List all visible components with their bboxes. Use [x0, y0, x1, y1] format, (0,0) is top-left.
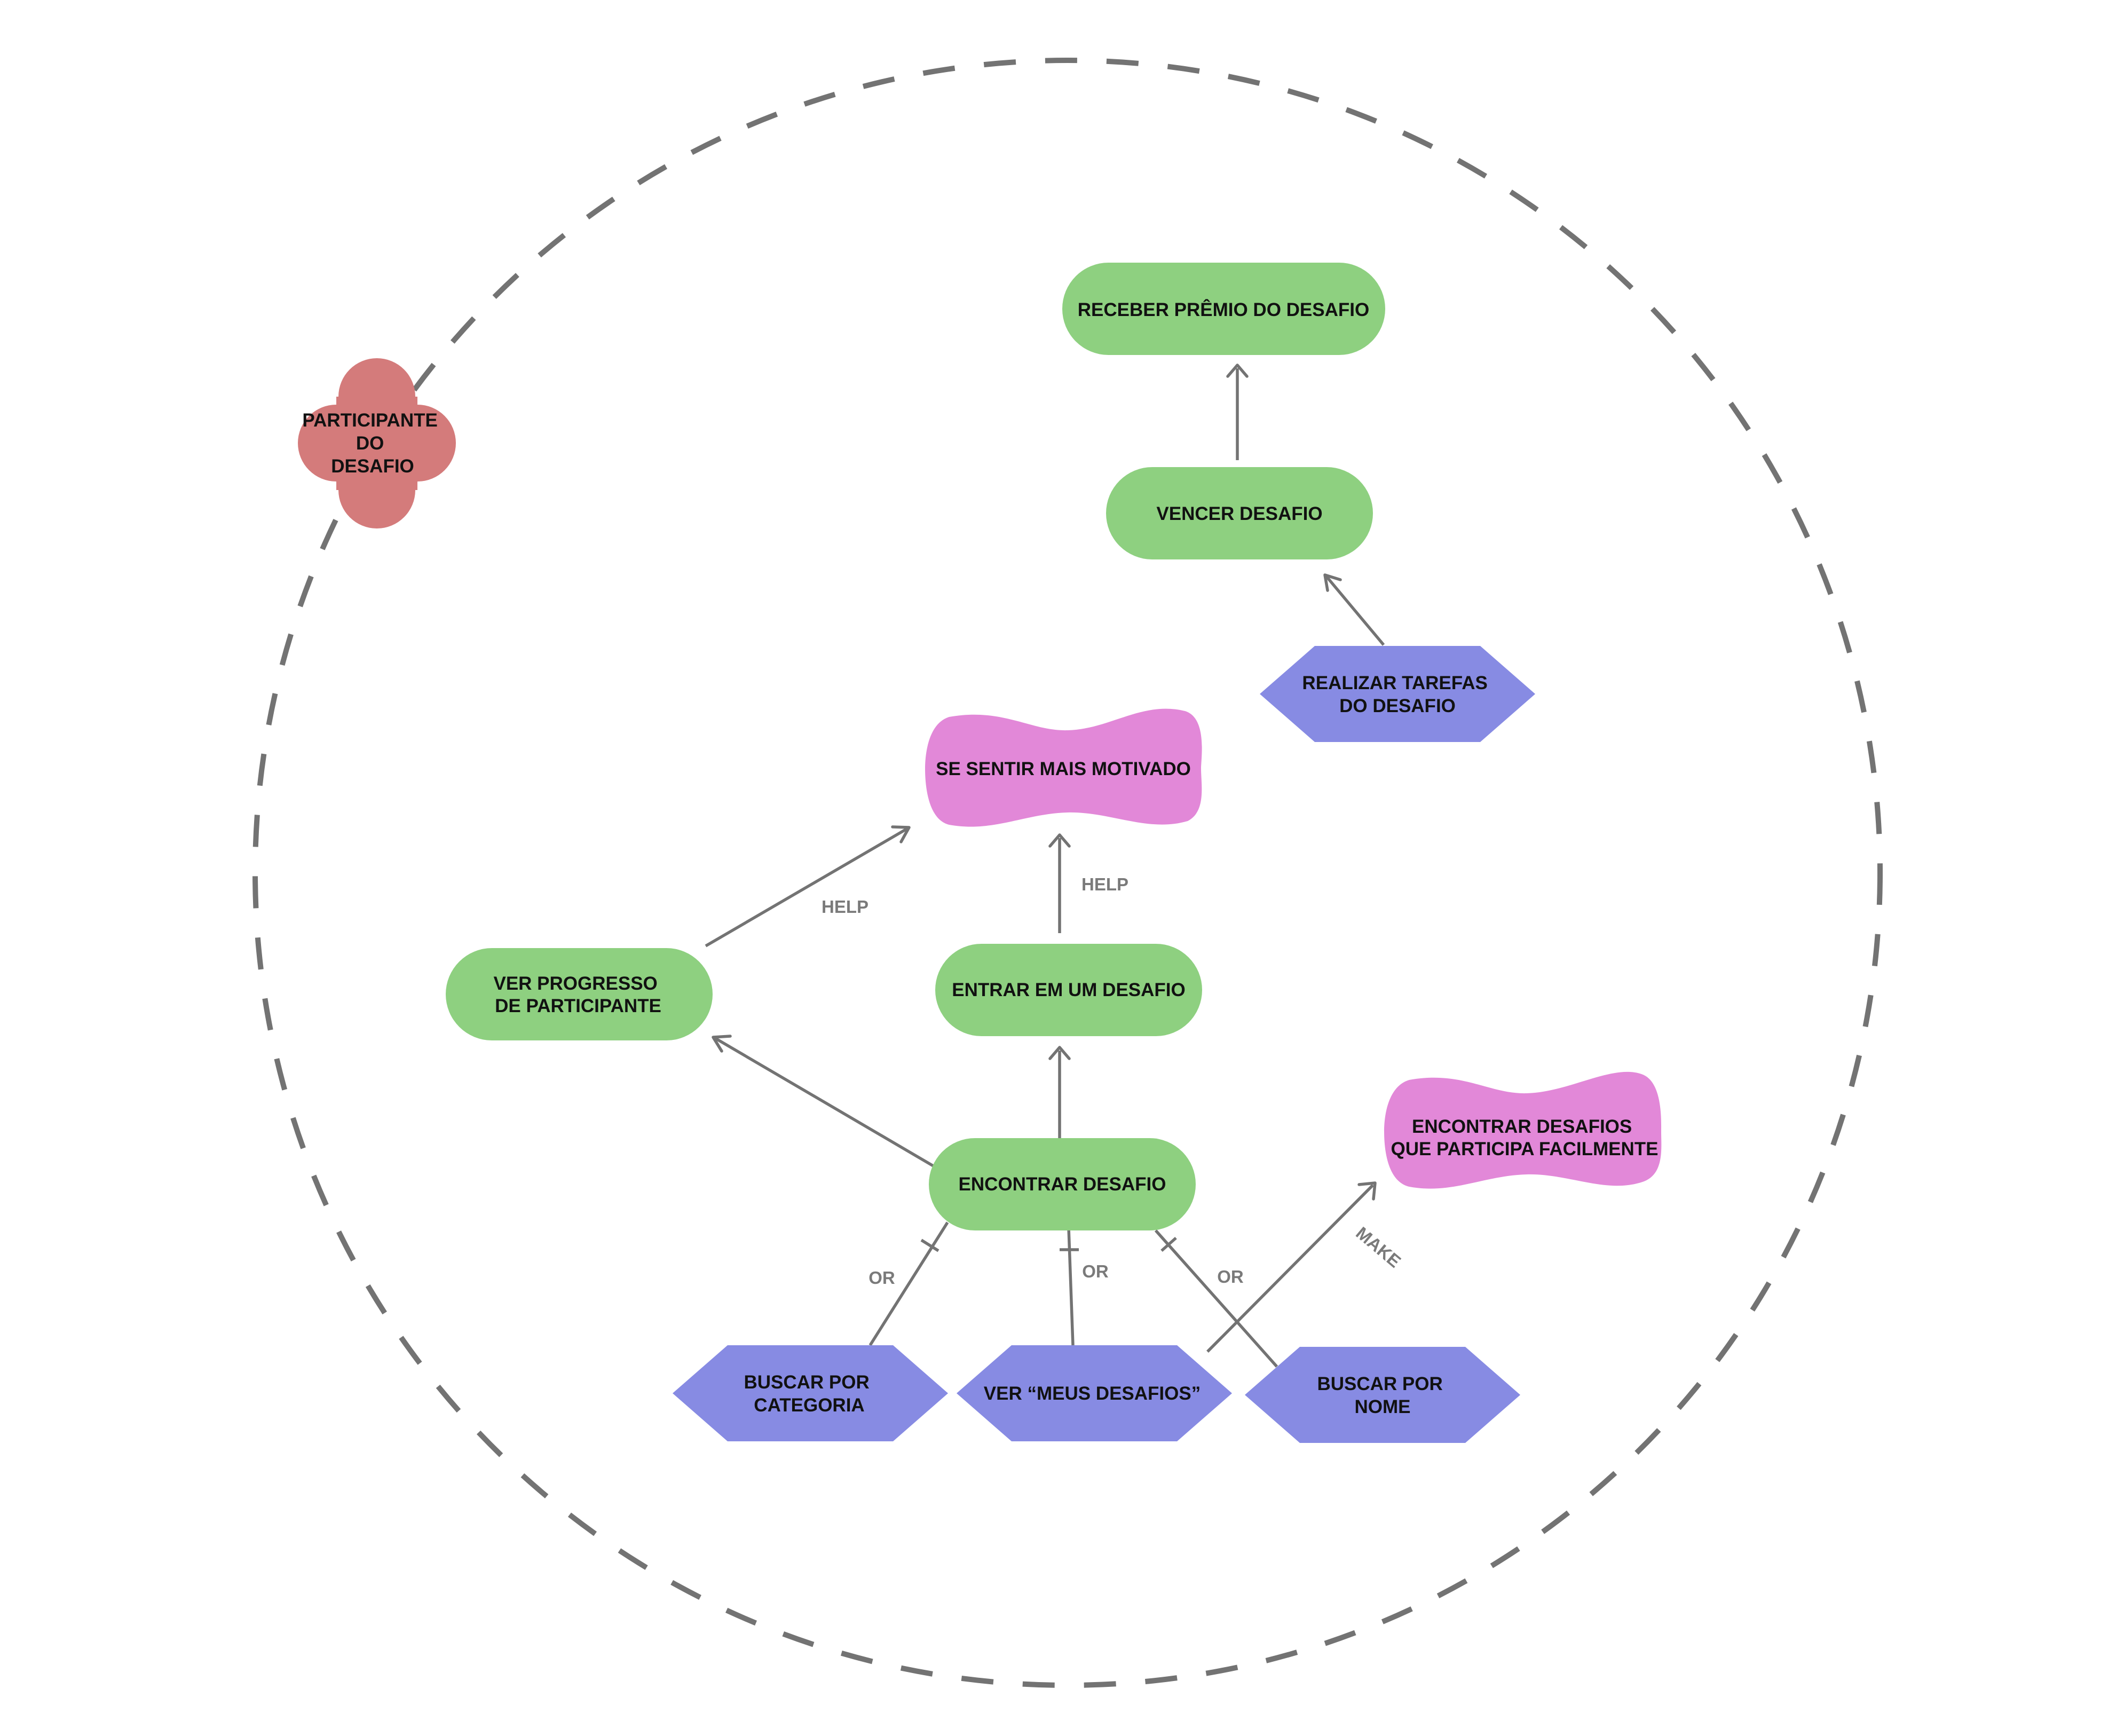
softgoal-facilmente[interactable]: ENCONTRAR DESAFIOS QUE PARTICIPA FACILME… [1384, 1071, 1662, 1189]
task-realizar-tarefas[interactable]: REALIZAR TAREFAS DO DESAFIO [1260, 646, 1535, 742]
edge-vencer-to-receber[interactable] [1226, 364, 1249, 460]
or-link-meus-desafios[interactable] [1060, 1227, 1079, 1346]
svg-text:SE SENTIR MAIS MOTIVADO: SE SENTIR MAIS MOTIVADO [936, 759, 1191, 779]
svg-text:ENCONTRAR DESAFIO: ENCONTRAR DESAFIO [959, 1174, 1166, 1195]
task-buscar-nome[interactable]: BUSCAR POR NOME [1245, 1347, 1520, 1443]
goal-receber-premio[interactable]: RECEBER PRÊMIO DO DESAFIO [1062, 263, 1385, 355]
goal-vencer-desafio[interactable]: VENCER DESAFIO [1106, 467, 1373, 559]
svg-text:VER “MEUS DESAFIOS”: VER “MEUS DESAFIOS” [984, 1383, 1201, 1404]
make-label: MAKE [1352, 1223, 1404, 1272]
svg-text:BUSCAR POR CATEGORIA: BUSCAR POR CATEGORIA [744, 1372, 874, 1416]
or-label-left: OR [868, 1268, 895, 1288]
actor-label: PARTICIPANTE DO DESAFIO [302, 410, 443, 477]
goal-ver-progresso[interactable]: VER PROGRESSO DE PARTICIPANTE [446, 948, 713, 1040]
edge-progresso-help-motivado[interactable] [705, 825, 911, 948]
actor-participante[interactable]: PARTICIPANTE DO DESAFIO [298, 358, 456, 528]
help-label-center: HELP [1081, 874, 1128, 894]
goal-encontrar-desafio[interactable]: ENCONTRAR DESAFIO [929, 1138, 1196, 1230]
or-label-right: OR [1217, 1267, 1244, 1287]
edge-encontrar-to-entrar[interactable] [1048, 1046, 1071, 1140]
or-link-nome[interactable] [1154, 1229, 1278, 1368]
or-label-center: OR [1082, 1261, 1109, 1281]
help-label-left: HELP [822, 897, 868, 917]
edge-encontrar-to-progresso[interactable] [712, 1035, 938, 1170]
svg-text:BUSCAR POR NOME: BUSCAR POR NOME [1317, 1374, 1448, 1417]
svg-text:ENCONTRAR DESAFIOS QUE P: ENCONTRAR DESAFIOS QUE PARTICIPA FACILME… [1391, 1116, 1658, 1159]
edge-meus-make-facilmente[interactable] [1206, 1181, 1377, 1353]
svg-text:VER PROGRESSO DE PARTICI: VER PROGRESSO DE PARTICIPANTE [493, 973, 662, 1016]
svg-text:ENTRAR EM UM DESAFIO: ENTRAR EM UM DESAFIO [952, 980, 1186, 1000]
svg-text:RECEBER PRÊMIO DO DESAFIO: RECEBER PRÊMIO DO DESAFIO [1078, 299, 1369, 320]
softgoal-motivado[interactable]: SE SENTIR MAIS MOTIVADO [925, 708, 1202, 827]
task-buscar-categoria[interactable]: BUSCAR POR CATEGORIA [673, 1345, 948, 1441]
or-link-categoria[interactable] [868, 1221, 949, 1346]
svg-text:VENCER DESAFIO: VENCER DESAFIO [1156, 503, 1322, 524]
svg-text:REALIZAR TAREFAS DO DESA: REALIZAR TAREFAS DO DESAFIO [1302, 673, 1493, 716]
task-meus-desafios[interactable]: VER “MEUS DESAFIOS” [957, 1345, 1232, 1441]
edge-realizar-to-vencer[interactable] [1323, 573, 1385, 646]
goal-entrar-desafio[interactable]: ENTRAR EM UM DESAFIO [935, 944, 1202, 1036]
edge-entrar-help-motivado[interactable] [1048, 833, 1071, 933]
actor-boundary [252, 58, 1883, 1688]
